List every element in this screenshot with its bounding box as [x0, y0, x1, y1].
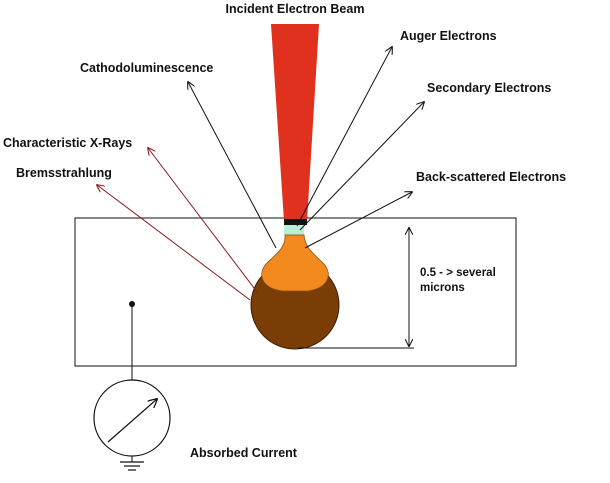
depth-dimension [298, 228, 414, 349]
bremsstrahlung-arrow [97, 185, 251, 301]
depth-label-line2: microns [420, 282, 465, 294]
auger-electrons-arrow [296, 47, 392, 227]
emission-arrows [97, 47, 424, 301]
incident-beam-label: Incident Electron Beam [226, 2, 365, 16]
interaction-volume-upper [261, 234, 329, 292]
cathodoluminescence-label: Cathodoluminescence [80, 61, 213, 75]
characteristic-xrays-label: Characteristic X-Rays [3, 136, 132, 150]
ground-icon [120, 461, 144, 471]
interaction-volume [250, 234, 340, 350]
incident-electron-beam [271, 24, 319, 221]
backscattered-electrons-label: Back-scattered Electrons [416, 170, 566, 184]
auger-electrons-label: Auger Electrons [400, 29, 497, 43]
characteristic-xrays-arrow [148, 148, 258, 293]
cathodoluminescence-arrow [188, 82, 277, 249]
depth-label-line1: 0.5 - > several [420, 267, 496, 279]
ammeter-icon [93, 379, 171, 457]
backscattered-electrons-arrow [304, 192, 412, 249]
absorbed-current-circuit [93, 301, 171, 471]
surface-band [284, 225, 304, 235]
secondary-electrons-arrow [299, 102, 424, 231]
bremsstrahlung-label: Bremsstrahlung [16, 166, 112, 180]
surface-contact-bar [284, 219, 307, 225]
absorbed-current-label: Absorbed Current [190, 446, 298, 460]
secondary-electrons-label: Secondary Electrons [427, 81, 551, 95]
